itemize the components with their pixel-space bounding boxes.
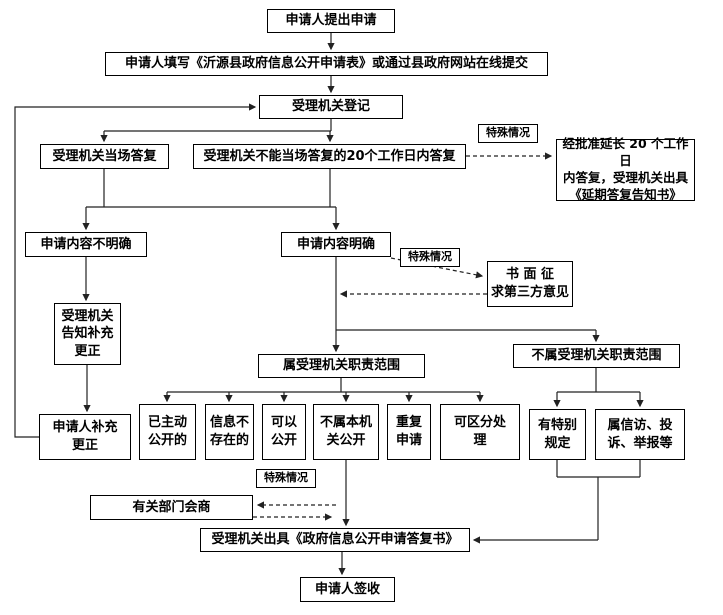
node-notify-supplement: 受理机关 告知补充 更正	[54, 303, 121, 365]
node-can-disclose: 可以 公开	[262, 404, 306, 460]
node-petition-complaint: 属信访、投 诉、举报等	[595, 409, 685, 460]
node-onspot-reply: 受理机关当场答复	[40, 144, 169, 169]
node-department-consultation: 有关部门会商	[90, 495, 253, 520]
node-issue-reply: 受理机关出具《政府信息公开申请答复书》	[200, 528, 470, 552]
node-extend-reply: 经批准延长 20 个工作日 内答复，受理机关出具 《延期答复告知书》	[556, 136, 695, 202]
node-info-not-exist: 信息不 存在的	[205, 404, 254, 460]
node-in-scope: 属受理机关职责范围	[258, 354, 425, 378]
node-reply-20days: 受理机关不能当场答复的20个工作日内答复	[193, 144, 466, 169]
node-third-party-opinion: 书 面 征 求第三方意见	[487, 261, 573, 307]
node-content-clear: 申请内容明确	[281, 232, 391, 257]
node-applicant-supplement: 申请人补充 更正	[39, 414, 131, 460]
label-special-case-1: 特殊情况	[478, 124, 538, 143]
label-special-case-3: 特殊情况	[256, 469, 316, 488]
solid-connectors	[14, 33, 644, 576]
node-applicant-sign: 申请人签收	[300, 577, 395, 602]
node-content-unclear: 申请内容不明确	[25, 232, 147, 257]
dashed-connectors	[253, 152, 553, 521]
node-already-published: 已主动 公开的	[139, 404, 196, 460]
node-not-this-authority: 不属本机 关公开	[313, 404, 379, 460]
node-start: 申请人提出申请	[267, 9, 395, 33]
node-out-of-scope: 不属受理机关职责范围	[513, 344, 680, 368]
node-repeat-application: 重复 申请	[387, 404, 431, 460]
node-register: 受理机关登记	[259, 95, 403, 119]
label-special-case-2: 特殊情况	[400, 248, 460, 267]
node-special-provisions: 有特别 规定	[529, 409, 586, 460]
node-separable-handling: 可区分处 理	[440, 404, 520, 460]
node-fill-form: 申请人填写《沂源县政府信息公开申请表》或通过县政府网站在线提交	[105, 52, 548, 76]
